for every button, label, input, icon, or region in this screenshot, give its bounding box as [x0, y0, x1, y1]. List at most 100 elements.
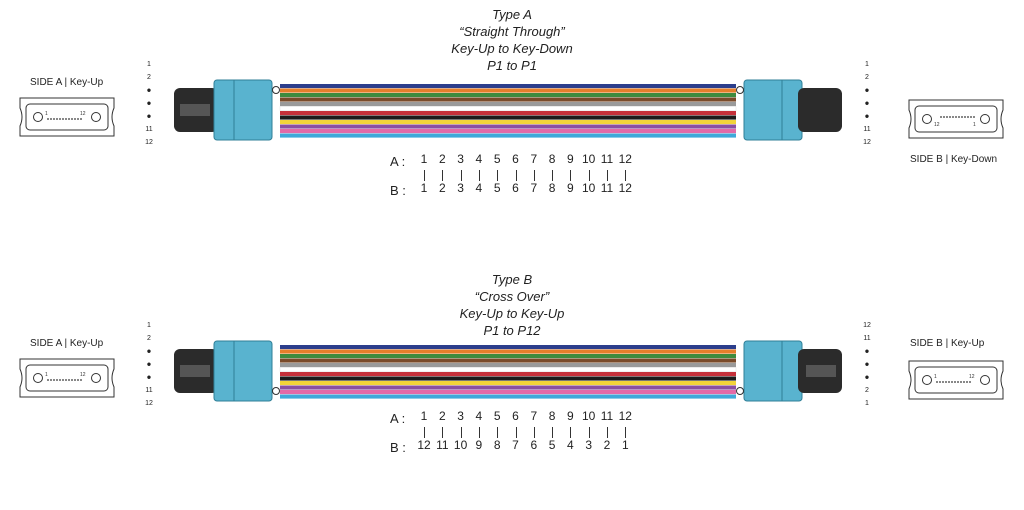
pin-number: 10: [582, 409, 596, 423]
pin-dot: •: [864, 109, 870, 123]
pin-number: 6: [512, 152, 519, 166]
pin-connection-line: [625, 427, 627, 438]
pin-connection-line: [533, 427, 535, 438]
pin-dot: •: [864, 370, 870, 384]
map-label-a: A :: [390, 411, 406, 426]
fiber-strand: [280, 124, 736, 129]
pin-number: 7: [530, 409, 538, 423]
pin-number: 6: [512, 181, 519, 195]
pin-list-right: 1 2 • • • 11 12: [860, 58, 874, 149]
pin-dot: •: [146, 357, 152, 371]
pin-number: 5: [493, 181, 501, 195]
face-pin-last: 12: [80, 372, 86, 378]
pin-number: 12: [417, 438, 431, 452]
pin-label: 11: [145, 126, 153, 133]
pin-number: 2: [603, 438, 611, 452]
right-connector-housing: [743, 340, 803, 402]
pin-connection-line: [515, 170, 517, 181]
pin-number: 9: [567, 409, 574, 423]
fiber-strand: [280, 111, 736, 116]
pin-dot: •: [864, 96, 870, 110]
pin-list-left: 1 2 • • • 11 12: [142, 319, 156, 410]
fiber-strand: [279, 106, 737, 111]
pin-connection-line: [424, 427, 425, 438]
pin-number: 9: [567, 181, 574, 195]
pin-dot: •: [864, 83, 870, 97]
fiber-strand: [280, 115, 736, 120]
pin-number: 1: [420, 409, 428, 423]
pin-label: 2: [147, 74, 151, 81]
pin-label: 1: [865, 400, 869, 407]
fiber-ribbon: [279, 84, 737, 138]
pin-number: 2: [438, 152, 446, 166]
side-a-label: SIDE A | Key-Up: [30, 338, 104, 349]
diagram-type-b: Type B “Cross Over” Key-Up to Key-Up P1 …: [0, 265, 1024, 510]
map-label-b: B :: [390, 183, 406, 198]
pin-connection-line: [570, 427, 572, 438]
fiber-strand: [280, 97, 736, 102]
pin-label: 2: [865, 387, 869, 394]
face-pin-first: 1: [45, 372, 48, 378]
right-boot: [798, 88, 842, 132]
pin-number: 1: [420, 181, 428, 195]
mpo-trunk-cable: [174, 340, 842, 402]
fiber-strand: [279, 367, 737, 372]
pin-number: 1: [621, 438, 629, 452]
pin-connection-line: [607, 170, 608, 181]
pin-connection-line: [570, 170, 572, 181]
right-connector-housing: [743, 79, 803, 141]
pin-number: 10: [453, 438, 468, 452]
pin-number: 5: [548, 438, 556, 452]
title-line-polarity: P1 to P12: [483, 323, 541, 338]
map-label-b: B :: [390, 440, 406, 455]
pin-connection-line: [442, 170, 444, 181]
title-line-name: “Cross Over”: [474, 289, 550, 304]
pin-number: 3: [457, 152, 464, 166]
pin-number: 8: [548, 152, 556, 166]
pin-number: 8: [548, 181, 556, 195]
pin-connection-line: [442, 427, 444, 438]
pin-number: 12: [618, 152, 632, 166]
fiber-strand: [280, 354, 736, 359]
pin-connection-line: [588, 427, 590, 438]
pin-label: 11: [145, 387, 153, 394]
pin-number: 12: [618, 409, 632, 423]
title-line-type: Type A: [492, 7, 532, 22]
fiber-strand: [280, 84, 736, 89]
mpo-connector-face-icon: 1 12: [908, 360, 1004, 400]
fiber-strand: [280, 133, 736, 138]
fiber-strand: [280, 363, 736, 368]
fiber-strand: [280, 120, 736, 125]
pin-dot: •: [146, 344, 152, 358]
pin-connection-line: [460, 170, 462, 181]
side-b-label: SIDE B | Key-Up: [910, 338, 985, 349]
pin-connection-line: [424, 170, 425, 181]
pin-label: 12: [145, 400, 153, 407]
diagram-title: Type B “Cross Over” Key-Up to Key-Up P1 …: [0, 271, 1024, 339]
pin-number: 11: [600, 181, 614, 195]
mpo-trunk-cable: [174, 79, 842, 141]
title-line-keying: Key-Up to Key-Down: [451, 41, 573, 56]
pin-connection-line: [478, 427, 480, 438]
pin-label: 12: [863, 139, 871, 146]
pin-label: 11: [863, 335, 871, 342]
pin-dot: •: [864, 344, 870, 358]
map-label-a: A :: [390, 154, 406, 169]
pin-label: 2: [865, 74, 869, 81]
title-line-name: “Straight Through”: [459, 24, 565, 39]
face-pin-last: 1: [973, 122, 976, 128]
pin-connection-line: [552, 427, 554, 438]
pin-dot: •: [146, 109, 152, 123]
mpo-connector-face-icon: 12 1: [908, 99, 1004, 139]
pin-list-right: 12 11 • • • 2 1: [860, 319, 874, 410]
left-connector-housing: [213, 79, 273, 141]
face-pin-first: 12: [934, 122, 940, 128]
pin-number: 3: [585, 438, 593, 452]
face-pin-last: 12: [969, 374, 975, 380]
pin-dot: •: [146, 83, 152, 97]
diagram-title: Type A “Straight Through” Key-Up to Key-…: [0, 6, 1024, 74]
pin-label: 2: [147, 335, 151, 342]
pin-dot: •: [146, 370, 152, 384]
mpo-connector-face-icon: 1 12: [19, 358, 115, 398]
